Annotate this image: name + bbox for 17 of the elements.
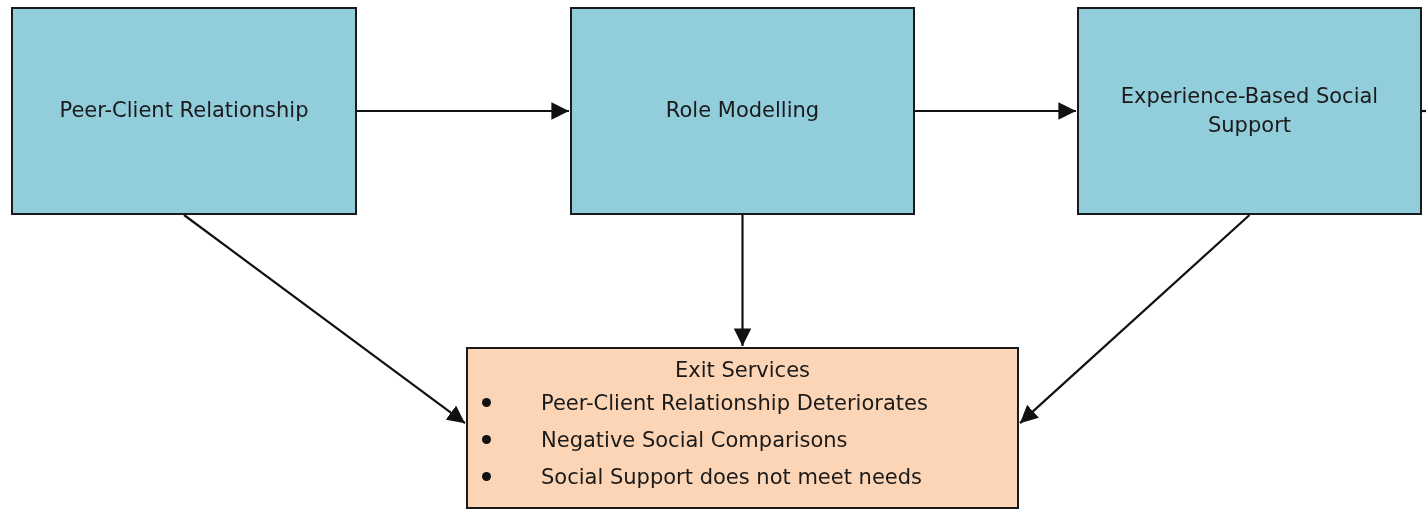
- arrow: [357, 102, 569, 120]
- arrow: [183, 214, 466, 425]
- arrow: [1019, 214, 1251, 424]
- connector-line: [1422, 109, 1426, 113]
- box-heading: Exit Services: [674, 357, 811, 384]
- process-box: [570, 7, 915, 215]
- list-item: Negative Social Comparisons: [541, 427, 848, 452]
- arrow: [915, 102, 1076, 120]
- box-label: Peer-Client Relationship: [58, 97, 310, 125]
- box-label: Role Modelling: [664, 97, 821, 125]
- process-box: [11, 7, 357, 215]
- outcome-box: [466, 347, 1019, 509]
- list-item: Social Support does not meet needs: [541, 464, 923, 489]
- list-item: Peer-Client Relationship Deteriorates: [541, 390, 928, 415]
- process-box: [1077, 7, 1422, 215]
- box-label: Experience-Based Social Support: [1119, 82, 1380, 139]
- arrow: [733, 215, 752, 346]
